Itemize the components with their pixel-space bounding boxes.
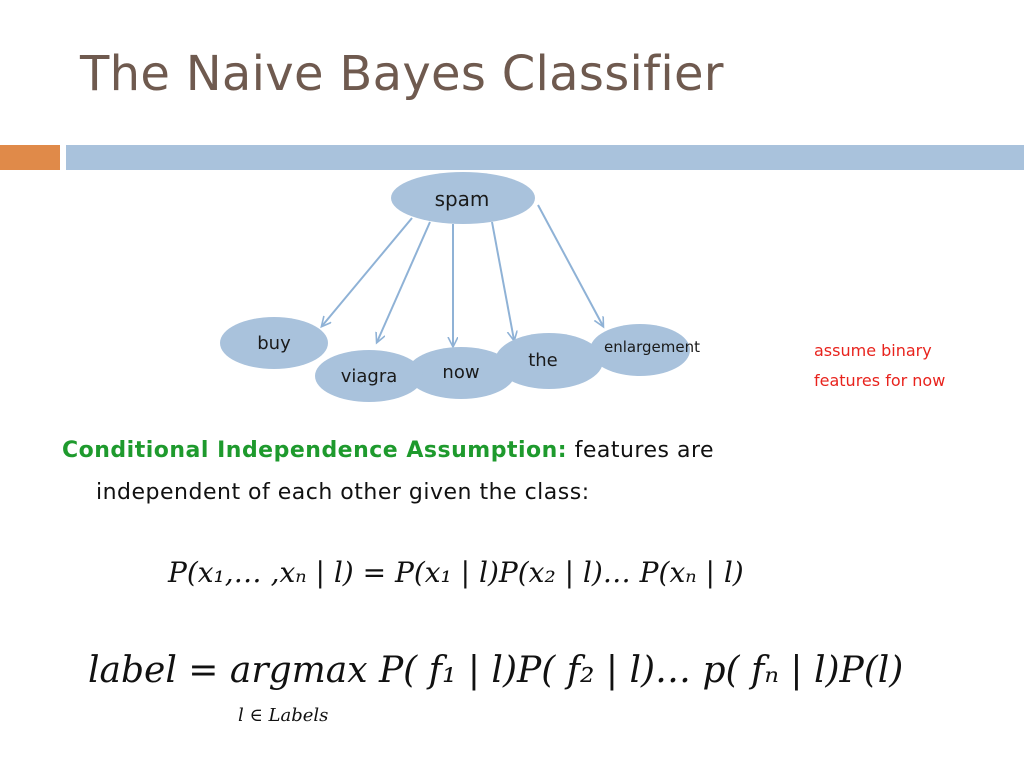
node-spam-label: spam	[435, 187, 490, 211]
accent-bar-orange	[0, 145, 60, 170]
conditional-independence-equation: P(x₁,… ,xₙ | l) = P(x₁ | l)P(x₂ | l)… P(…	[168, 556, 744, 589]
node-enlargement-shape	[590, 324, 690, 376]
assumption-text-1: features are	[574, 438, 715, 463]
accent-bar-blue	[66, 145, 1024, 170]
note-line-2: features for now	[814, 371, 946, 390]
assumption-paragraph: Conditional Independence Assumption: fea…	[62, 430, 822, 514]
edge-spam-the	[491, 221, 514, 340]
node-buy-shape	[220, 317, 328, 369]
binary-features-note: assume binary features for now	[814, 336, 1014, 396]
argmax-label-equation: label = argmax P( f₁ | l)P( f₂ | l)… p( …	[88, 650, 904, 691]
node-now-shape	[407, 347, 515, 399]
node-buy: buy	[220, 317, 328, 369]
assumption-text-2: independent of each other given the clas…	[96, 480, 590, 505]
node-the: the	[495, 333, 603, 389]
node-buy-label: buy	[257, 333, 291, 354]
node-viagra: viagra	[315, 350, 423, 402]
edge-spam-viagra	[377, 221, 431, 342]
node-enlargement: enlargement	[590, 324, 700, 376]
node-enlargement-label: enlargement	[604, 338, 700, 356]
assumption-label: Conditional Independence Assumption:	[62, 438, 568, 463]
node-spam: spam	[391, 172, 535, 224]
edge-spam-enlargement	[537, 204, 603, 326]
node-the-label: the	[528, 350, 558, 371]
node-spam-shape	[391, 172, 535, 224]
node-viagra-shape	[315, 350, 423, 402]
slide-title: The Naive Bayes Classifier	[80, 46, 724, 102]
edges	[322, 204, 603, 346]
node-the-shape	[495, 333, 603, 389]
node-now: now	[407, 347, 515, 399]
edge-spam-buy	[322, 217, 413, 326]
node-viagra-label: viagra	[341, 366, 398, 387]
note-line-1: assume binary	[814, 341, 932, 360]
node-now-label: now	[442, 362, 479, 383]
argmax-subscript: l ∈ Labels	[238, 705, 329, 726]
